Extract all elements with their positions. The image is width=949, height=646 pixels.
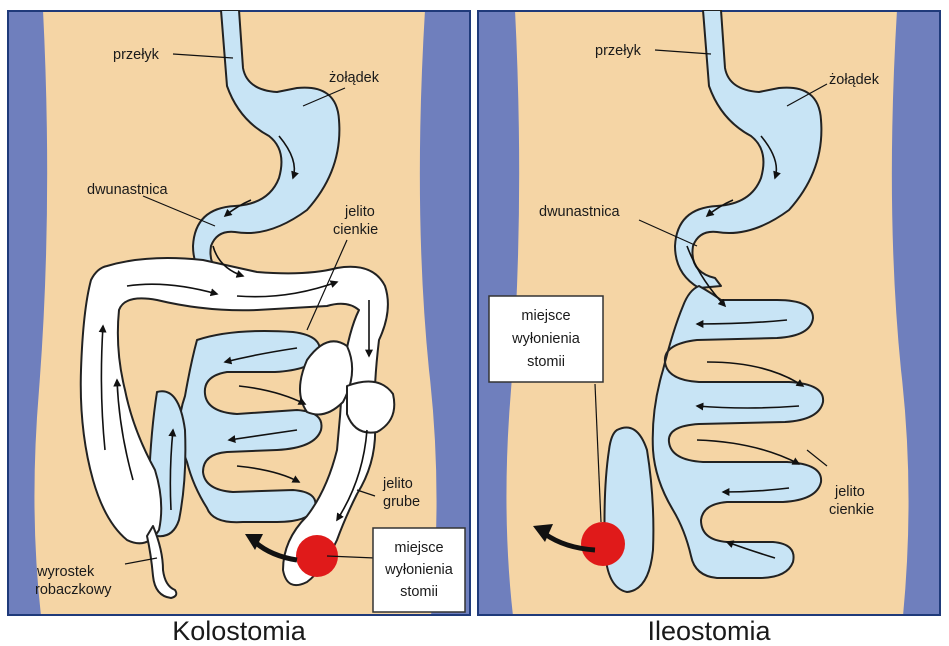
label-large-intestine-line2: grube bbox=[383, 494, 420, 510]
label-stoma-line1: miejsce bbox=[521, 308, 570, 324]
label-esophagus: przełyk bbox=[113, 47, 160, 63]
label-stoma-line3: stomii bbox=[527, 354, 565, 370]
ileostomy-diagram: przełyk żołądek dwunastnica jelito cienk… bbox=[477, 10, 941, 616]
label-stoma-line2: wyłonienia bbox=[511, 331, 581, 347]
caption-ileostomy: Ileostomia bbox=[477, 616, 941, 646]
label-appendix-line1: wyrostek bbox=[36, 564, 95, 580]
label-stoma-line3: stomii bbox=[400, 584, 438, 600]
label-duodenum: dwunastnica bbox=[539, 204, 621, 220]
colostomy-diagram: przełyk żołądek dwunastnica jelito cienk… bbox=[7, 10, 471, 616]
label-stoma-line1: miejsce bbox=[394, 540, 443, 556]
label-small-intestine-line2: cienkie bbox=[333, 222, 378, 238]
label-stoma-line2: wyłonienia bbox=[384, 562, 454, 578]
caption-colostomy: Kolostomia bbox=[7, 616, 471, 646]
colostomy-panel: przełyk żołądek dwunastnica jelito cienk… bbox=[7, 10, 471, 616]
stoma-site-marker bbox=[581, 522, 625, 566]
label-small-intestine-line1: jelito bbox=[344, 204, 375, 220]
label-appendix-line2: robaczkowy bbox=[35, 582, 112, 598]
small-intestine bbox=[179, 331, 321, 522]
label-esophagus: przełyk bbox=[595, 43, 642, 59]
label-large-intestine-line1: jelito bbox=[382, 476, 413, 492]
label-stomach: żołądek bbox=[829, 72, 880, 88]
label-small-intestine-line2: cienkie bbox=[829, 502, 874, 518]
label-stomach: żołądek bbox=[329, 70, 380, 86]
ileostomy-panel: przełyk żołądek dwunastnica jelito cienk… bbox=[477, 10, 941, 616]
terminal-ileum bbox=[605, 428, 654, 593]
descending-bulge bbox=[347, 382, 394, 433]
label-duodenum: dwunastnica bbox=[87, 182, 169, 198]
label-small-intestine-line1: jelito bbox=[834, 484, 865, 500]
